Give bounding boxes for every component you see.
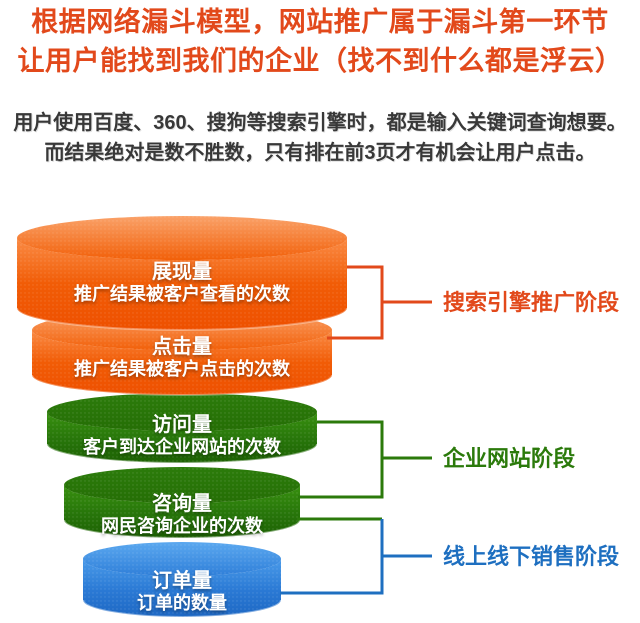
funnel-layer-description: 客户到达企业网站的次数 <box>83 437 281 457</box>
funnel-cylinder-inquiries <box>63 467 301 539</box>
funnel-layer-title: 订单量 <box>152 570 212 592</box>
funnel-layer-title: 访问量 <box>152 414 212 436</box>
funnel-cylinder-visits <box>46 393 318 464</box>
funnel-layer-visits-text: 访问量 客户到达企业网站的次数 <box>32 414 332 458</box>
funnel-layer-description: 订单的数量 <box>137 593 227 613</box>
title-line-2: 让用户能找到我们的企业（找不到什么都是浮云） <box>17 46 623 76</box>
bracket-sales-stage <box>280 517 432 595</box>
funnel-layer-orders-text: 订单量 订单的数量 <box>32 570 332 614</box>
funnel-cylinder-impressions <box>16 216 348 331</box>
page-subtitle: 用户使用百度、360、搜狗等搜索引擎时，都是输入关键词查询想要。 而结果绝对是数… <box>0 108 640 168</box>
funnel-layer-title: 咨询量 <box>152 493 212 515</box>
page-title: 根据网络漏斗模型，网站推广属于漏斗第一环节 让用户能找到我们的企业（找不到什么都… <box>0 3 640 81</box>
funnel-layer-description: 网民咨询企业的次数 <box>101 516 263 536</box>
funnel-layer-description: 推广结果被客户点击的次数 <box>74 359 290 379</box>
funnel-layer-title: 点击量 <box>152 336 212 358</box>
funnel-cylinder-orders <box>82 542 282 618</box>
funnel-layer-impressions-text: 展现量 推广结果被客户查看的次数 <box>32 261 332 305</box>
bracket-search-engine-stage <box>327 265 432 340</box>
stage-label-sales: 线上线下销售阶段 <box>443 544 620 569</box>
funnel-layer-clicks-text: 点击量 推广结果被客户点击的次数 <box>32 336 332 380</box>
title-line-1: 根据网络漏斗模型，网站推广属于漏斗第一环节 <box>31 7 609 37</box>
stage-label-search-engine: 搜索引擎推广阶段 <box>443 290 620 315</box>
funnel-layer-title: 展现量 <box>152 261 212 283</box>
funnel-layer-description: 推广结果被客户查看的次数 <box>74 284 290 304</box>
bracket-website-stage <box>298 420 432 499</box>
subtitle-line-2: 而结果绝对是数不胜数，只有排在前3页才有机会让用户点击。 <box>44 142 596 164</box>
stage-label-website: 企业网站阶段 <box>443 446 576 471</box>
subtitle-line-1: 用户使用百度、360、搜狗等搜索引擎时，都是输入关键词查询想要。 <box>13 112 627 134</box>
funnel-layer-inquiries-text: 咨询量 网民咨询企业的次数 <box>32 493 332 537</box>
